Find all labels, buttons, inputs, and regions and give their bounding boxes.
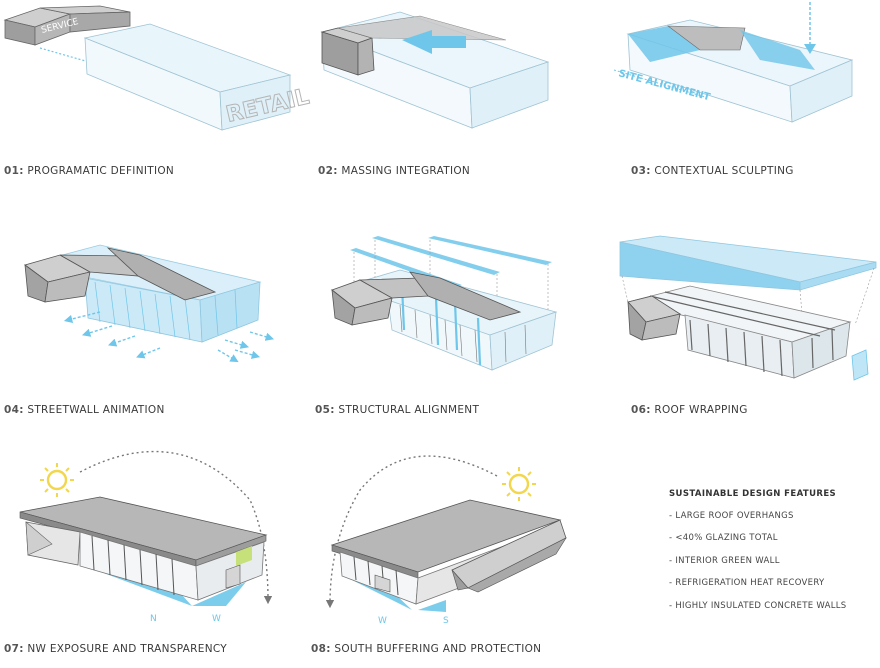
caption-04: 04: STREETWALL ANIMATION: [4, 404, 165, 416]
diagram-04-streetwall-animation: [24, 244, 275, 363]
glazing-west-wedge: [192, 582, 246, 606]
sun-path-08: [325, 455, 498, 609]
caption-06-label: ROOF WRAPPING: [654, 404, 748, 416]
feature-item: - HIGHLY INSULATED CONCRETE WALLS: [669, 601, 847, 611]
diagram-05-structural-alignment: [330, 236, 558, 371]
caption-05: 05: STRUCTURAL ALIGNMENT: [315, 404, 479, 416]
retail-glass-box: RETAIL: [83, 23, 312, 131]
streetwall-arrows: [63, 311, 275, 363]
green-wall: [236, 546, 252, 566]
diagram-01-programatic-definition: SERVICE RETAIL: [3, 5, 312, 131]
diagram-07-nw-exposure: N W: [19, 450, 273, 624]
diagram-03-contextual-sculpting: SITE ALIGNMENT: [613, 2, 854, 123]
caption-04-num: 04:: [4, 404, 24, 416]
caption-07: 07: NW EXPOSURE AND TRANSPARENCY: [4, 643, 227, 655]
caption-02: 02: MASSING INTEGRATION: [318, 165, 470, 177]
west-label-08: W: [378, 616, 387, 626]
diagram-06-roof-wrapping: [619, 235, 877, 381]
site-arrow-head: [804, 44, 816, 54]
features-title: SUSTAINABLE DESIGN FEATURES: [669, 489, 837, 499]
caption-01-num: 01:: [4, 165, 24, 177]
service-block: SERVICE: [3, 5, 131, 46]
glazing-west-wedge-08: [352, 580, 412, 610]
sun-path-07: [79, 450, 273, 605]
feature-item: - INTERIOR GREEN WALL: [669, 556, 780, 566]
caption-08-num: 08:: [311, 643, 331, 655]
feature-item: - LARGE ROOF OVERHANGS: [669, 511, 794, 521]
sculpt-wedge-right: [740, 30, 815, 70]
caption-08: 08: SOUTH BUFFERING AND PROTECTION: [311, 643, 541, 655]
diagram-02-massing-integration: [320, 11, 550, 129]
caption-03: 03: CONTEXTUAL SCULPTING: [631, 165, 794, 177]
caption-06: 06: ROOF WRAPPING: [631, 404, 748, 416]
caption-06-num: 06:: [631, 404, 651, 416]
sun-icon: [40, 463, 74, 497]
north-label: N: [150, 614, 157, 624]
caption-01-label: PROGRAMATIC DEFINITION: [27, 165, 175, 177]
west-label-07: W: [212, 614, 221, 624]
glazing-south-wedge: [418, 600, 446, 612]
caption-02-label: MASSING INTEGRATION: [341, 165, 471, 177]
feature-item: - REFRIGERATION HEAT RECOVERY: [669, 578, 825, 588]
caption-08-label: SOUTH BUFFERING AND PROTECTION: [334, 643, 542, 655]
entry-canopy: [851, 349, 869, 381]
caption-05-num: 05:: [315, 404, 335, 416]
caption-03-num: 03:: [631, 165, 651, 177]
caption-05-label: STRUCTURAL ALIGNMENT: [338, 404, 480, 416]
caption-07-label: NW EXPOSURE AND TRANSPARENCY: [27, 643, 228, 655]
sun-icon: [502, 467, 536, 501]
sculpt-wedge-left: [628, 26, 700, 62]
caption-04-label: STREETWALL ANIMATION: [27, 404, 165, 416]
caption-01: 01: PROGRAMATIC DEFINITION: [4, 165, 174, 177]
feature-item: - <40% GLAZING TOTAL: [669, 533, 778, 543]
caption-03-label: CONTEXTUAL SCULPTING: [654, 165, 794, 177]
massing-arrow: [402, 30, 466, 54]
caption-02-num: 02:: [318, 165, 338, 177]
diagram-08-south-buffering: W S: [325, 455, 567, 626]
south-label: S: [443, 616, 449, 626]
caption-07-num: 07:: [4, 643, 24, 655]
